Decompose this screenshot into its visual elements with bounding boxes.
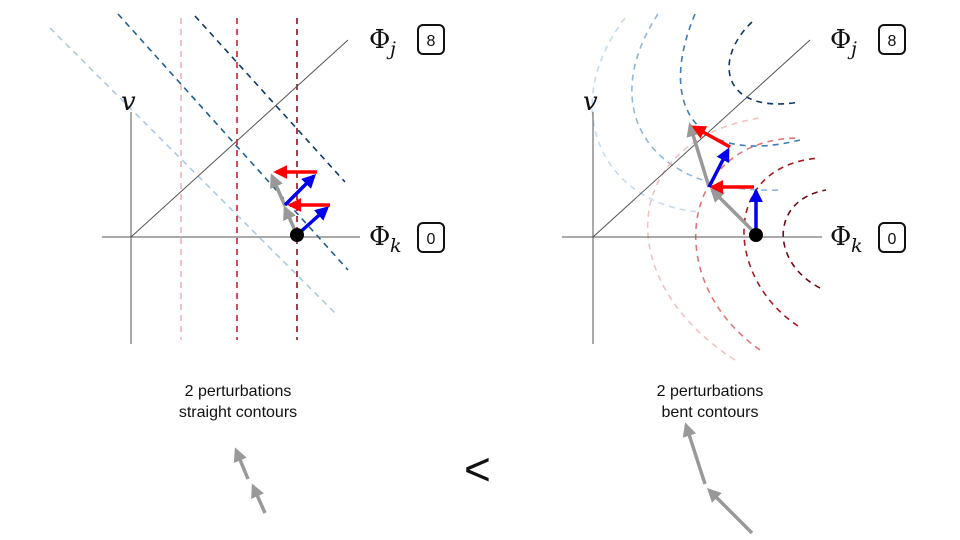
phi-j-subscript: j: [386, 38, 396, 60]
phi-k-value-box: [417, 222, 445, 253]
caption-line-2: bent contours: [661, 404, 759, 421]
left-panel: v Φ j 8 Φ k 0: [49, 13, 445, 344]
left-phi-j-label: Φ j 8: [369, 24, 445, 60]
contour-arc: [782, 189, 827, 289]
red-gradient-arrow: [691, 125, 731, 149]
phi-j-value-box: [878, 24, 906, 55]
start-point: [290, 228, 304, 242]
right-phi-j-label: Φ j 8: [830, 24, 906, 60]
start-point: [749, 228, 763, 242]
phi-k-subscript: k: [851, 235, 863, 257]
phi-k-value: 0: [427, 231, 436, 248]
right-v-label: v: [583, 87, 598, 117]
right-summary-path: [682, 422, 754, 535]
gray-path-arrow: [682, 422, 707, 485]
blue-gradient-arrow: [707, 147, 730, 188]
right-phi-k-label: Φ k 0: [830, 222, 906, 257]
left-caption: 2 perturbations straight contours: [118, 381, 358, 423]
phi-j-axis: [130, 39, 349, 238]
left-phi-k-label: Φ k 0: [369, 222, 445, 257]
phi-j-symbol: Φ: [369, 25, 390, 55]
right-blue-contours: [591, 13, 801, 213]
caption-line-2: straight contours: [178, 404, 298, 421]
left-gradient-arrows: [270, 165, 330, 237]
phi-k-value-box: [878, 222, 906, 253]
gray-path-arrow: [233, 447, 250, 480]
left-summary-path: [233, 447, 267, 514]
gray-path-arrow: [707, 488, 754, 535]
right-axes: [562, 39, 822, 344]
contour-arc: [591, 17, 701, 213]
phi-k-symbol: Φ: [369, 222, 390, 252]
contour-arc: [743, 157, 821, 327]
phi-j-axis: [592, 39, 811, 238]
right-gradient-arrows: [686, 122, 763, 235]
right-panel: v Φ j 8 Φ k 0: [562, 13, 906, 361]
caption-line-1: 2 perturbations: [184, 383, 292, 400]
gray-path-arrow: [251, 483, 267, 514]
phi-j-value: 8: [888, 33, 897, 50]
phi-j-value-box: [417, 24, 445, 55]
contour-line: [117, 13, 349, 271]
phi-k-subscript: k: [390, 235, 402, 257]
gray-path-arrow: [710, 188, 757, 235]
left-axes: [102, 39, 360, 344]
left-blue-contours: [49, 13, 349, 315]
caption-line-1: 2 perturbations: [656, 383, 764, 400]
phi-j-value: 8: [427, 33, 436, 50]
right-caption: 2 perturbations bent contours: [590, 381, 830, 423]
contour-line: [194, 15, 346, 183]
contour-arc: [695, 137, 798, 351]
less-than-symbol: <: [464, 443, 491, 495]
phi-k-value: 0: [888, 231, 897, 248]
contour-line: [49, 27, 337, 315]
phi-j-symbol: Φ: [830, 25, 851, 55]
right-red-contours: [646, 117, 827, 361]
contour-arc: [679, 13, 801, 147]
left-red-contours: [180, 18, 298, 340]
blue-gradient-arrow: [283, 174, 316, 207]
contour-arc: [646, 117, 761, 361]
phi-j-subscript: j: [847, 38, 857, 60]
gray-path-arrow: [270, 173, 287, 207]
phi-k-symbol: Φ: [830, 222, 851, 252]
left-v-label: v: [121, 87, 136, 117]
contour-arc: [728, 21, 801, 105]
